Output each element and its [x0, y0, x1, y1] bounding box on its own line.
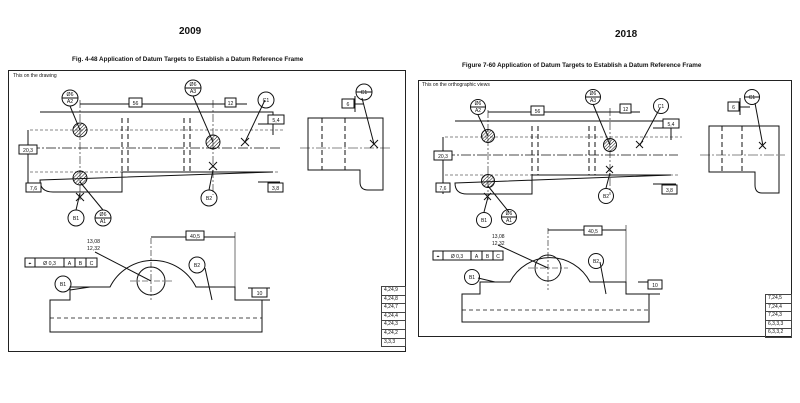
- dim-10: 10: [257, 291, 263, 297]
- ref-row: 6,3,3,3: [766, 321, 791, 330]
- dia-lower: 12,32: [492, 241, 505, 247]
- top-view-outline: [461, 257, 650, 323]
- target-size: Ø6: [475, 101, 482, 107]
- datum-target-a1-area: [481, 174, 495, 188]
- target-label-b1: B1: [481, 218, 487, 224]
- drawing-note-2009: This on the drawing: [13, 73, 57, 79]
- target-size: Ø6: [190, 82, 197, 88]
- dim-6: 6: [347, 102, 350, 108]
- target-label-a2: A2: [67, 99, 73, 105]
- dim-10: 10: [652, 283, 658, 289]
- dim-40-5: 40,5: [588, 229, 598, 235]
- target-label-c1: C1: [749, 95, 756, 101]
- target-label-a3: A3: [190, 89, 196, 95]
- ref-row: 4,24,7: [382, 304, 405, 313]
- dia-upper: 13,08: [87, 239, 100, 245]
- datum-target-a1-area: [72, 170, 88, 186]
- dim-7-6: 7,6: [30, 186, 37, 192]
- dim-56: 56: [535, 109, 541, 115]
- dim-20-3: 20,3: [23, 148, 33, 154]
- dim-20-3: 20,3: [438, 154, 448, 160]
- fcf-datum-b: B: [79, 261, 83, 267]
- reference-table-2018: 7,24,5 7,24,4 7,24,3 6,3,3,3 6,3,3,2: [765, 294, 792, 338]
- figure-caption-2009: Fig. 4-48 Application of Datum Targets t…: [72, 56, 304, 63]
- fcf-tolerance: Ø 0,3: [43, 261, 56, 267]
- side-view-outline: [307, 117, 384, 191]
- target-size: Ø6: [100, 212, 107, 218]
- target-label-a1: A1: [100, 219, 106, 225]
- dim-7-6: 7,6: [440, 186, 447, 192]
- ref-row: 7,24,3: [766, 312, 791, 321]
- target-label-a1: A1: [506, 218, 512, 224]
- feature-control-frame: [24, 257, 98, 268]
- target-label-b2: B2: [194, 263, 200, 269]
- dia-upper: 13,08: [492, 234, 505, 240]
- ref-row: 4,24,9: [382, 287, 405, 296]
- target-label-b1: B1: [469, 275, 475, 281]
- fcf-datum-c: C: [496, 254, 500, 260]
- dim-6: 6: [732, 105, 735, 111]
- fcf-datum-a: A: [68, 261, 72, 267]
- fcf-datum-c: C: [90, 261, 94, 267]
- target-label-c1: C1: [658, 104, 665, 110]
- side-view-outline: [708, 125, 780, 194]
- target-label-b2: B2: [206, 196, 212, 202]
- ref-row: 3,3,3: [382, 339, 405, 348]
- target-label-b1: B1: [60, 282, 66, 288]
- fcf-position-symbol: ⌖: [29, 261, 32, 267]
- target-label-a2: A2: [475, 108, 481, 114]
- dim-3-8: 3,8: [666, 188, 673, 194]
- fcf-datum-b: B: [486, 254, 490, 260]
- dim-12: 12: [228, 101, 234, 107]
- dim-5-4: 5,4: [668, 122, 675, 128]
- feature-control-frame: [432, 250, 504, 261]
- ref-row: 7,24,4: [766, 304, 791, 313]
- fcf-datum-a: A: [475, 254, 479, 260]
- figure-caption-2018: Figure 7-60 Application of Datum Targets…: [462, 62, 702, 69]
- ref-row: 7,24,5: [766, 295, 791, 304]
- dim-40-5: 40,5: [190, 234, 200, 240]
- year-label-2018: 2018: [615, 29, 638, 40]
- target-label-b1: B1: [73, 216, 79, 222]
- target-label-c1: C1: [361, 90, 368, 96]
- ref-row: 4,24,3: [382, 321, 405, 330]
- target-label-a3: A3: [590, 98, 596, 104]
- fcf-position-symbol: ⌖: [437, 254, 440, 260]
- target-size: Ø6: [506, 211, 513, 217]
- drawing-note-2018: This on the orthographic views: [422, 82, 490, 88]
- ref-row: 4,24,2: [382, 330, 405, 339]
- reference-table-2009: 4,24,9 4,24,8 4,24,7 4,24,4 4,24,3 4,24,…: [381, 286, 406, 348]
- front-view-outline: [39, 111, 274, 193]
- dim-12: 12: [623, 107, 629, 113]
- ref-row: 6,3,3,2: [766, 329, 791, 338]
- year-label-2009: 2009: [179, 26, 202, 37]
- target-size: Ø6: [67, 92, 74, 98]
- ref-row: 4,24,8: [382, 296, 405, 305]
- target-size: Ø6: [590, 91, 597, 97]
- dim-5-4: 5,4: [272, 118, 279, 124]
- fcf-tolerance: Ø 0,3: [451, 254, 463, 260]
- target-label-b2: B2: [593, 259, 599, 265]
- ref-row: 4,24,4: [382, 313, 405, 322]
- target-label-b2: B2: [603, 194, 609, 200]
- dim-3-8: 3,8: [272, 186, 279, 192]
- target-label-c1: C1: [263, 98, 270, 104]
- dim-56: 56: [133, 101, 139, 107]
- dia-lower: 12,32: [87, 246, 100, 252]
